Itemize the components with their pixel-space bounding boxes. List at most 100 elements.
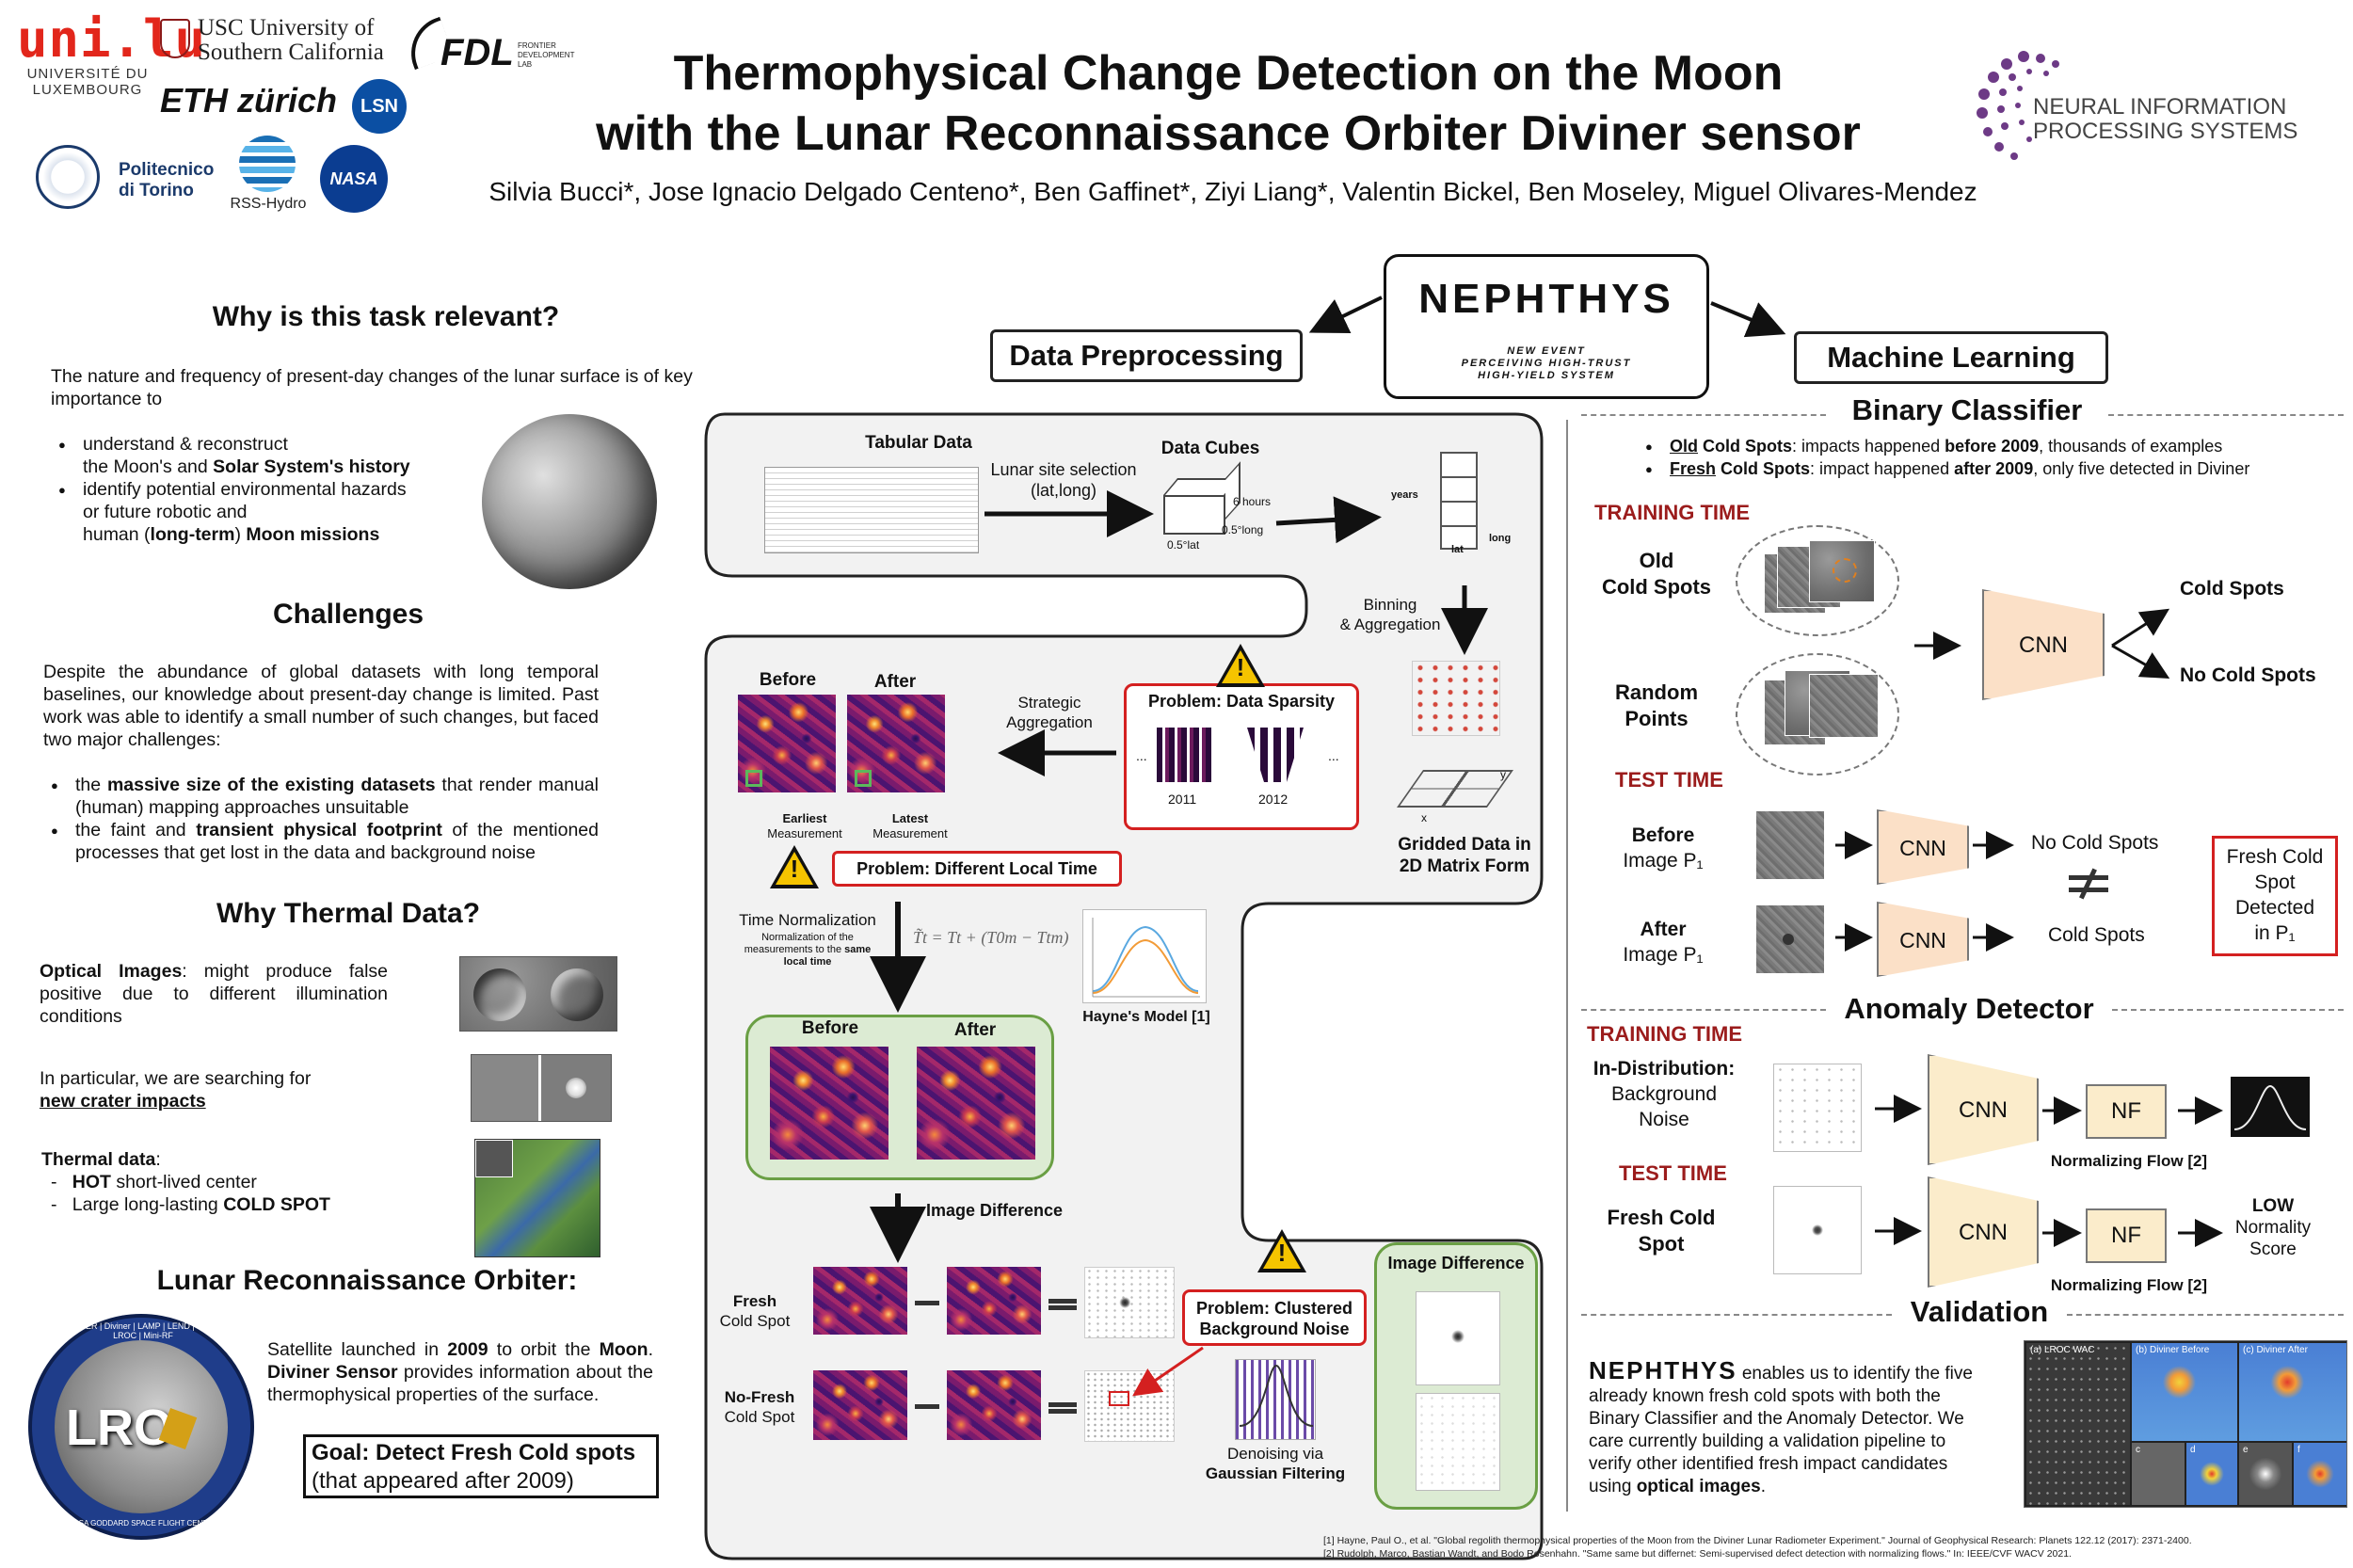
neurips-line1: NEURAL INFORMATION (2033, 94, 2287, 120)
equals-icon-1 (1048, 1299, 1077, 1310)
after-label-2: After (953, 1020, 997, 1040)
lsn-text: LSN (360, 96, 398, 117)
denoise-label: Denoising via Gaussian Filtering (1186, 1444, 1365, 1483)
denoise-line1: Denoising via (1226, 1445, 1324, 1463)
thermal-hot: HOT (72, 1172, 111, 1192)
indist-label: In-Distribution: Background Noise (1581, 1056, 1747, 1132)
lro-t5: . (648, 1339, 653, 1360)
binary-dash-right (2108, 414, 2344, 416)
minus-icon-2 (915, 1404, 939, 1409)
validation-dash-left (1581, 1314, 1892, 1316)
binning-line: Binning (1363, 596, 1417, 614)
nofresh-label: No-Fresh Cold Spot (708, 1387, 811, 1427)
sparsity-dots-left: ... (1136, 748, 1147, 763)
logo-unilu: uni.lu UNIVERSITÉ DU LUXEMBOURG (17, 13, 205, 99)
cube-side (1225, 461, 1241, 520)
indist-line1: In-Distribution: (1593, 1058, 1736, 1080)
cnn-anomaly-2-label: CNN (1959, 1220, 2008, 1245)
aggregation-line: & Aggregation (1339, 616, 1441, 633)
warning-icon-clustered (1257, 1229, 1306, 1272)
b1-end: , thousands of examples (2039, 437, 2223, 456)
nofresh-line2: Cold Spot (724, 1408, 795, 1426)
cold-test: Cold Spots (2048, 924, 2145, 946)
hayne-curves (1092, 918, 1200, 998)
relevant-title: Why is this task relevant? (212, 301, 560, 332)
strategic-line1: Strategic (1017, 694, 1081, 712)
norm-flow-label-2: Normalizing Flow [2] (2050, 1276, 2208, 1294)
test-label-1: TEST TIME (1615, 768, 1723, 792)
moon-image (482, 414, 657, 589)
neurips-line2: PROCESSING SYSTEMS (2033, 119, 2298, 144)
fdl-wordmark: FDL (440, 32, 514, 73)
relevant-intro: The nature and frequency of present-day … (51, 366, 693, 409)
after-p1-label: After Image P₁ (1593, 917, 1734, 968)
relevant-bullet-2: identify potential environmental hazards… (51, 478, 465, 546)
cube-icon (1163, 495, 1225, 535)
latest-line1: Latest (891, 811, 929, 825)
b2-end: , only five detected in Diviner (2033, 459, 2250, 478)
fd-line1: Fresh Cold (2226, 846, 2324, 868)
cb2a: the faint and (75, 820, 197, 840)
rb2a: identify potential environmental hazards (83, 479, 407, 500)
after-heatmap-2 (917, 1047, 1035, 1160)
thermal-cold-b: COLD SPOT (223, 1194, 330, 1215)
localtime-box: Problem: Different Local Time (832, 851, 1122, 887)
before-label-2: Before (801, 1018, 859, 1038)
stack-lat: lat (1451, 544, 1464, 555)
indist-line2: Background (1610, 1083, 1718, 1105)
img-diff-label: Image Difference (926, 1201, 1064, 1220)
binary-dash-left (1581, 414, 1826, 416)
crater-impact-image (471, 1054, 612, 1122)
cube-halflat: 0.5°lat (1167, 538, 1200, 552)
neph-sub1: NEW EVENT (1507, 345, 1586, 357)
lro-ring-text: CRaTER | Diviner | LAMP | LEND | LOLA | … (63, 1321, 223, 1340)
new-crater-link[interactable]: new crater impacts (40, 1091, 206, 1112)
rb2b: or future robotic and (83, 502, 248, 522)
thermal-data-text: Thermal data: - HOT short-lived center -… (41, 1149, 330, 1215)
binary-bullets: Old Cold Spots: impacts happened before … (1638, 435, 2353, 481)
after-label-1: After (873, 672, 917, 692)
fd-line4: in P₁ (2254, 922, 2296, 944)
validation-dash-right (2067, 1314, 2344, 1316)
thermal-colon: : (155, 1149, 161, 1170)
b1-before: before 2009 (1945, 437, 2040, 456)
val-label-c: (c) Diviner After (2243, 1345, 2308, 1355)
gridded-plane (1396, 770, 1514, 808)
challenges-title: Challenges (272, 599, 424, 630)
val-panel-a (2026, 1343, 2130, 1505)
cube-halflong: 0.5°long (1222, 523, 1264, 536)
hayne-plot (1082, 909, 1207, 1003)
challenge-bullet-1: the massive size of the existing dataset… (43, 774, 599, 819)
lro-title: Lunar Reconnaissance Orbiter: (156, 1265, 578, 1296)
gridded-y: y (1500, 768, 1506, 781)
before-p1-label: Before Image P₁ (1593, 823, 1734, 873)
validation-figure: (a) LROC WAC (b) Diviner Before (c) Divi… (2024, 1340, 2347, 1508)
logo-rss: RSS-Hydro (226, 136, 311, 220)
binary-bullet-old: Old Cold Spots: impacts happened before … (1638, 435, 2353, 458)
bell-curve-image (2231, 1077, 2310, 1137)
challenge-bullet-2: the faint and transient physical footpri… (43, 819, 599, 864)
cnn-test-1-label: CNN (1899, 836, 1946, 860)
indist-line3: Noise (1639, 1109, 1689, 1130)
sparsity-title: Problem: Data Sparsity (1147, 692, 1336, 711)
b2-after: after 2009 (1954, 459, 2034, 478)
lro-logo-text: LRO (66, 1400, 173, 1456)
thermal-cold-a: Large long-lasting (72, 1194, 224, 1215)
latest-line2: Measurement (872, 826, 948, 840)
logo-polito: Politecnico di Torino (36, 141, 224, 216)
cold-spots-output: Cold Spots (2180, 578, 2284, 600)
neph-sub3: HIGH-YIELD SYSTEM (1478, 370, 1615, 381)
binary-title: Binary Classifier (1851, 393, 2083, 426)
hayne-label: Hayne's Model [1] (1082, 1009, 1210, 1025)
sparsity-dots-right: ... (1328, 748, 1339, 763)
rb2c: human ( (83, 524, 151, 545)
val-end: . (1760, 1477, 1766, 1496)
nasa-text: NASA (329, 169, 378, 188)
particular-text: In particular, we are searching for new … (40, 1067, 416, 1112)
no-cold-spots-output: No Cold Spots (2180, 664, 2316, 686)
reference-1: [1] Hayne, Paul O., et al. "Global regol… (1323, 1535, 2192, 1546)
tn-sub1: Normalization of the (761, 932, 854, 943)
val-bold: optical images (1636, 1477, 1761, 1496)
fresh-line2: Cold Spot (719, 1312, 791, 1330)
